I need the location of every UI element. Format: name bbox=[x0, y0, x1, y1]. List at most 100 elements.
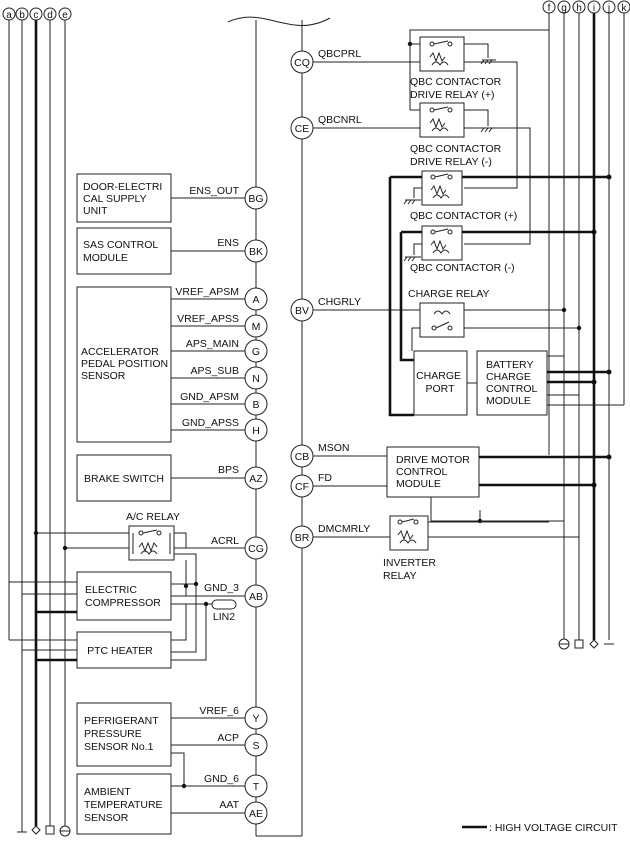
door-unit-label: DOOR-ELECTRI CAL SUPPLY UNIT bbox=[83, 181, 165, 217]
module-break-curve bbox=[227, 16, 331, 27]
right-bus-group: f g h i j k bbox=[542, 0, 630, 640]
ac-relay-box bbox=[128, 525, 175, 561]
qbc-drive-relay-pos-label: QBC CONTACTOR DRIVE RELAY (+) bbox=[410, 76, 504, 101]
bus-c-label: c bbox=[34, 10, 39, 21]
inverter-relay-box bbox=[389, 515, 429, 551]
bus-h-square-symbol bbox=[574, 639, 584, 649]
pin-S: S bbox=[252, 740, 259, 752]
lin2-label: LIN2 bbox=[213, 611, 235, 623]
qbc-contactor-pos-label: QBC CONTACTOR (+) bbox=[410, 210, 517, 222]
bus-e-label: e bbox=[62, 10, 68, 21]
pin-H: H bbox=[252, 425, 260, 437]
svg-text:VREF_APSS: VREF_APSS bbox=[177, 313, 239, 325]
svg-text:APS_MAIN: APS_MAIN bbox=[186, 338, 239, 350]
charge-relay-label: CHARGE RELAY bbox=[408, 288, 490, 300]
dmcm-label: DRIVE MOTOR CONTROL MODULE bbox=[396, 454, 473, 490]
brake-label: BRAKE SWITCH bbox=[84, 473, 164, 485]
pin-B: B bbox=[252, 399, 259, 411]
pin-AE: AE bbox=[249, 808, 263, 820]
ptc-heater bbox=[76, 631, 172, 669]
refrigerant-label: PEFRIGERANT PRESSURE SENSOR No.1 bbox=[84, 715, 161, 753]
electric-compressor bbox=[76, 571, 172, 621]
qbc-drive-relay-neg-label: QBC CONTACTOR DRIVE RELAY (-) bbox=[410, 143, 504, 168]
charge-port bbox=[413, 350, 468, 416]
qbc-contactor-neg-box bbox=[421, 225, 463, 261]
qbc-drive-relay-pos-symbol bbox=[429, 40, 453, 66]
bus-k-label: k bbox=[622, 3, 628, 14]
ambient-temperature-sensor bbox=[76, 773, 172, 835]
bus-i-label: i bbox=[593, 3, 595, 14]
qbc-drive-relay-neg-symbol bbox=[429, 106, 453, 132]
bus-h-label: h bbox=[576, 3, 582, 14]
qbc-contactor-neg-label: QBC CONTACTOR (-) bbox=[410, 262, 515, 274]
charge-relay-symbol bbox=[431, 310, 453, 331]
svg-text:VREF_6: VREF_6 bbox=[199, 705, 239, 717]
bus-d-square-symbol bbox=[45, 825, 55, 835]
pin-G: G bbox=[252, 346, 260, 358]
svg-text:CHGRLY: CHGRLY bbox=[318, 296, 361, 308]
left-pin-circles: BG BK A M G N B H AZ CG AB Y S T AE bbox=[244, 186, 268, 825]
pin-T: T bbox=[253, 781, 260, 793]
charge-relay-box bbox=[419, 302, 465, 338]
charge-port-label: CHARGE PORT bbox=[416, 370, 464, 395]
pin-BR: BR bbox=[295, 532, 310, 544]
pin-N: N bbox=[252, 373, 260, 385]
svg-text:QBCPRL: QBCPRL bbox=[318, 48, 361, 60]
drive-motor-control-module bbox=[386, 446, 480, 498]
bccm-label: BATTERY CHARGE CONTROL MODULE bbox=[486, 359, 540, 407]
qbc-contactor-pos-box bbox=[421, 170, 463, 206]
qbc-contactor-neg-symbol bbox=[430, 228, 453, 254]
bus-j-label: j bbox=[607, 3, 610, 14]
pin-AZ: AZ bbox=[249, 473, 263, 485]
svg-text:ACP: ACP bbox=[217, 732, 239, 744]
lin2-connector bbox=[211, 599, 237, 610]
brake-switch bbox=[76, 454, 172, 502]
inverter-relay-label: INVERTER RELAY bbox=[383, 557, 439, 582]
right-signal-labels: QBCPRL QBCNRL CHGRLY MSON FD DMCMRLY bbox=[318, 48, 370, 535]
left-signal-labels: ENS_OUT ENS VREF_APSM VREF_APSS APS_MAIN… bbox=[175, 185, 239, 811]
bus-g-label: g bbox=[561, 3, 567, 14]
pin-CE: CE bbox=[295, 123, 310, 135]
accelerator-pedal-position-sensor bbox=[76, 286, 172, 443]
pin-BK: BK bbox=[249, 246, 263, 258]
svg-text:QBCNRL: QBCNRL bbox=[318, 114, 362, 126]
svg-text:ACRL: ACRL bbox=[211, 535, 239, 547]
pin-Y: Y bbox=[252, 713, 259, 725]
refrigerant-pressure-sensor bbox=[76, 702, 172, 767]
bus-i-diamond-symbol bbox=[589, 639, 599, 649]
door-electrical-supply-unit bbox=[76, 173, 172, 223]
svg-text:VREF_APSM: VREF_APSM bbox=[175, 286, 239, 298]
legend-label: : HIGH VOLTAGE CIRCUIT bbox=[489, 822, 618, 834]
pin-BV: BV bbox=[295, 305, 309, 317]
svg-text:ENS: ENS bbox=[217, 237, 239, 249]
pin-CF: CF bbox=[295, 481, 309, 493]
svg-text:GND_3: GND_3 bbox=[204, 582, 239, 594]
pin-BG: BG bbox=[248, 193, 263, 205]
svg-text:GND_APSM: GND_APSM bbox=[180, 391, 239, 403]
qbc-contactor-pos-symbol bbox=[430, 173, 453, 199]
svg-text:GND_APSS: GND_APSS bbox=[182, 417, 239, 429]
pin-CB: CB bbox=[295, 451, 310, 463]
sas-control-module bbox=[76, 227, 172, 275]
left-signal-wires bbox=[160, 197, 245, 814]
bus-b-label: b bbox=[19, 10, 25, 21]
ambient-label: AMBIENT TEMPERATURE SENSOR bbox=[84, 786, 165, 824]
svg-text:BPS: BPS bbox=[218, 464, 239, 476]
svg-text:AAT: AAT bbox=[219, 799, 239, 811]
svg-text:APS_SUB: APS_SUB bbox=[191, 365, 239, 377]
ptc-label: PTC HEATER bbox=[87, 645, 153, 657]
svg-text:FD: FD bbox=[318, 472, 332, 484]
pin-A: A bbox=[252, 294, 259, 306]
bus-c-diamond-symbol bbox=[31, 825, 41, 835]
pin-CQ: CQ bbox=[294, 57, 310, 69]
bus-a-label: a bbox=[6, 10, 12, 21]
aps-label: ACCELERATOR PEDAL POSITION SENSOR bbox=[81, 346, 171, 382]
svg-text:GND_6: GND_6 bbox=[204, 773, 239, 785]
bus-d-label: d bbox=[47, 10, 53, 21]
pin-CG: CG bbox=[248, 543, 264, 555]
svg-text:DMCMRLY: DMCMRLY bbox=[318, 523, 370, 535]
svg-text:MSON: MSON bbox=[318, 442, 350, 454]
inverter-relay-symbol bbox=[397, 518, 419, 544]
pin-AB: AB bbox=[249, 591, 263, 603]
